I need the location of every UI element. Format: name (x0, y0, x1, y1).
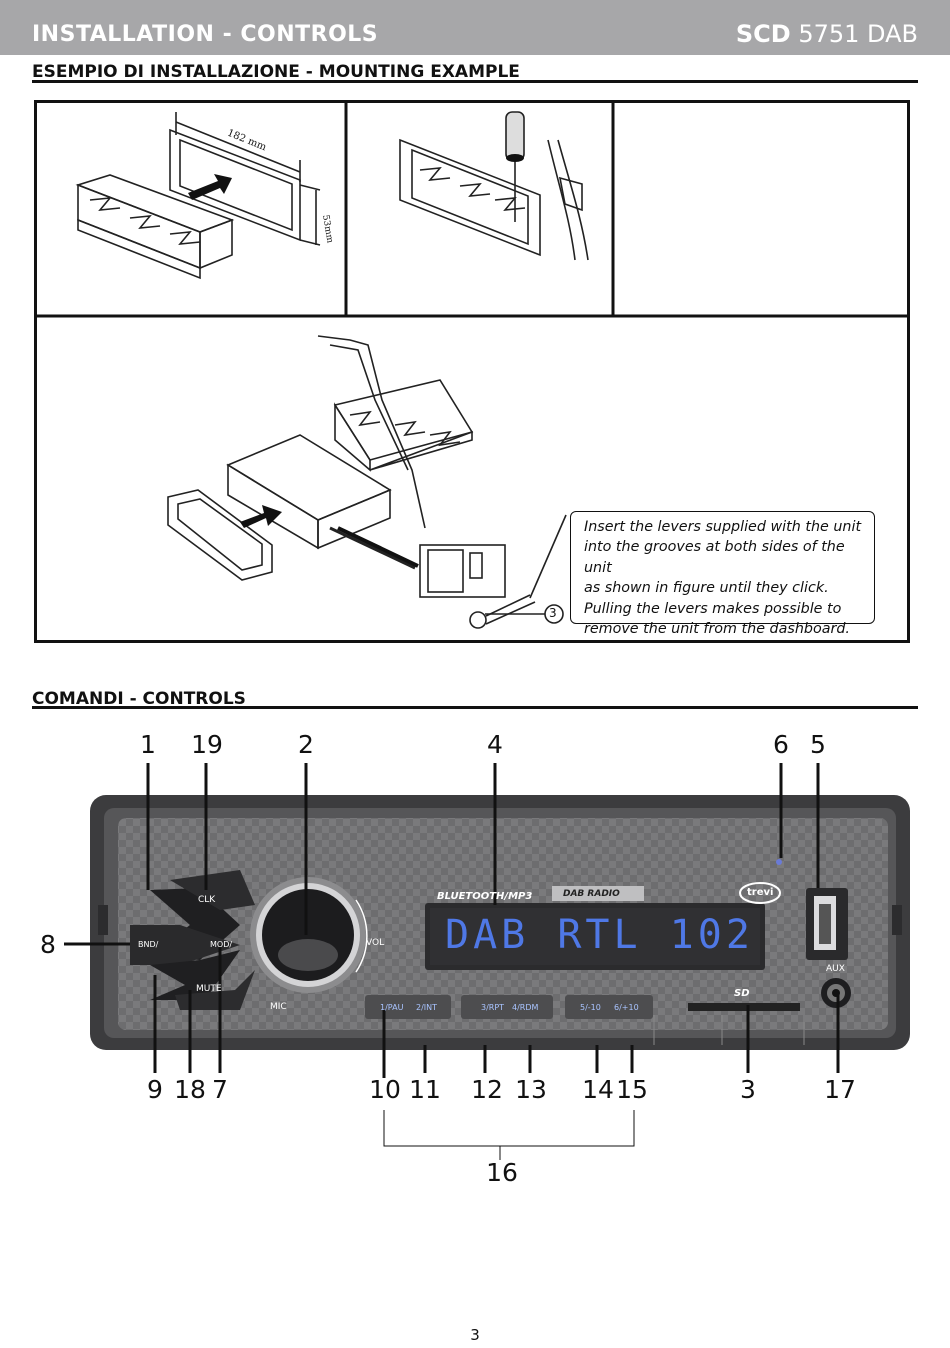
callout-number: 18 (174, 1075, 206, 1104)
callout-number: 19 (191, 730, 223, 759)
header-title: INSTALLATION - CONTROLS (32, 22, 379, 47)
bnd-button-label: BND/ (138, 940, 159, 949)
callout-number: 1 (140, 730, 156, 759)
callout-number: 12 (471, 1075, 503, 1104)
callout-number: 3 (740, 1075, 756, 1104)
callout-number: 16 (486, 1158, 518, 1187)
controls-section-title: COMANDI - CONTROLS (32, 689, 246, 709)
preset-1-label: 1/PAU (380, 1003, 404, 1012)
note-line: as shown in figure until they click. (584, 580, 829, 597)
callout-number: 14 (582, 1075, 614, 1104)
sd-logo: SD (734, 988, 750, 999)
callout-number: 11 (409, 1075, 441, 1104)
preset-6-label: 6/+10 (614, 1003, 639, 1012)
callout-number: 8 (40, 930, 56, 959)
mounting-section-title: ESEMPIO DI INSTALLAZIONE - MOUNTING EXAM… (32, 62, 520, 82)
screwdriver-drawing (399, 111, 589, 261)
preset-2-label: 2/INT (416, 1003, 438, 1012)
page-header: INSTALLATION - CONTROLS SCD 5751 DAB (0, 0, 950, 55)
callout-number: 15 (616, 1075, 648, 1104)
lever-instructions-box: Insert the levers supplied with the unit… (570, 511, 875, 637)
lever-number: 3 (549, 606, 557, 620)
model-name: SCD 5751 DAB (736, 20, 918, 48)
insert-arrow-icon (240, 505, 282, 528)
callout-number: 13 (515, 1075, 547, 1104)
preset-3-label: 3/RPT (481, 1003, 505, 1012)
install-exploded-drawing (167, 335, 567, 629)
callout-number: 9 (147, 1075, 163, 1104)
mounting-cage-drawing (75, 112, 321, 280)
section-rule (32, 80, 918, 83)
model-prefix: SCD (735, 20, 791, 48)
mod-button-label: MOD/ (210, 940, 233, 949)
callout-number: 6 (773, 730, 789, 759)
callout-number: 5 (810, 730, 826, 759)
mic-label: MIC (270, 1002, 287, 1012)
lcd-display-text: DAB RTL 102 (445, 912, 754, 958)
note-line: into the grooves at both sides of the un… (584, 539, 845, 576)
radio-faceplate (90, 795, 910, 1050)
clk-button-label: CLK (198, 895, 216, 905)
preset-5-label: 5/-10 (580, 1003, 601, 1012)
dab-radio-label: DAB RADIO (563, 889, 620, 899)
callout-number: 2 (298, 730, 314, 759)
note-line: Insert the levers supplied with the unit (584, 519, 862, 535)
callout-number: 17 (824, 1075, 856, 1104)
section-rule (32, 706, 918, 709)
mute-button-label: MUTE (196, 984, 222, 994)
trevi-logo: trevi (747, 887, 774, 898)
vol-label: VOL (366, 938, 385, 948)
callout-number: 4 (487, 730, 503, 759)
aux-label: AUX (826, 964, 845, 974)
insert-arrow-icon (188, 174, 232, 200)
bluetooth-mp3-label: BLUETOOTH/MP3 (437, 891, 533, 902)
pointer-line (337, 526, 419, 568)
callout-number: 7 (212, 1075, 228, 1104)
note-line: remove the unit from the dashboard. (584, 621, 850, 638)
callout-leader-lines (64, 763, 840, 1078)
callout-number: 10 (369, 1075, 401, 1104)
preset-4-label: 4/RDM (512, 1003, 539, 1012)
note-line: Pulling the levers makes possible to (584, 600, 842, 617)
model-suffix: 5751 DAB (798, 20, 918, 48)
page-number: 3 (470, 1326, 480, 1344)
